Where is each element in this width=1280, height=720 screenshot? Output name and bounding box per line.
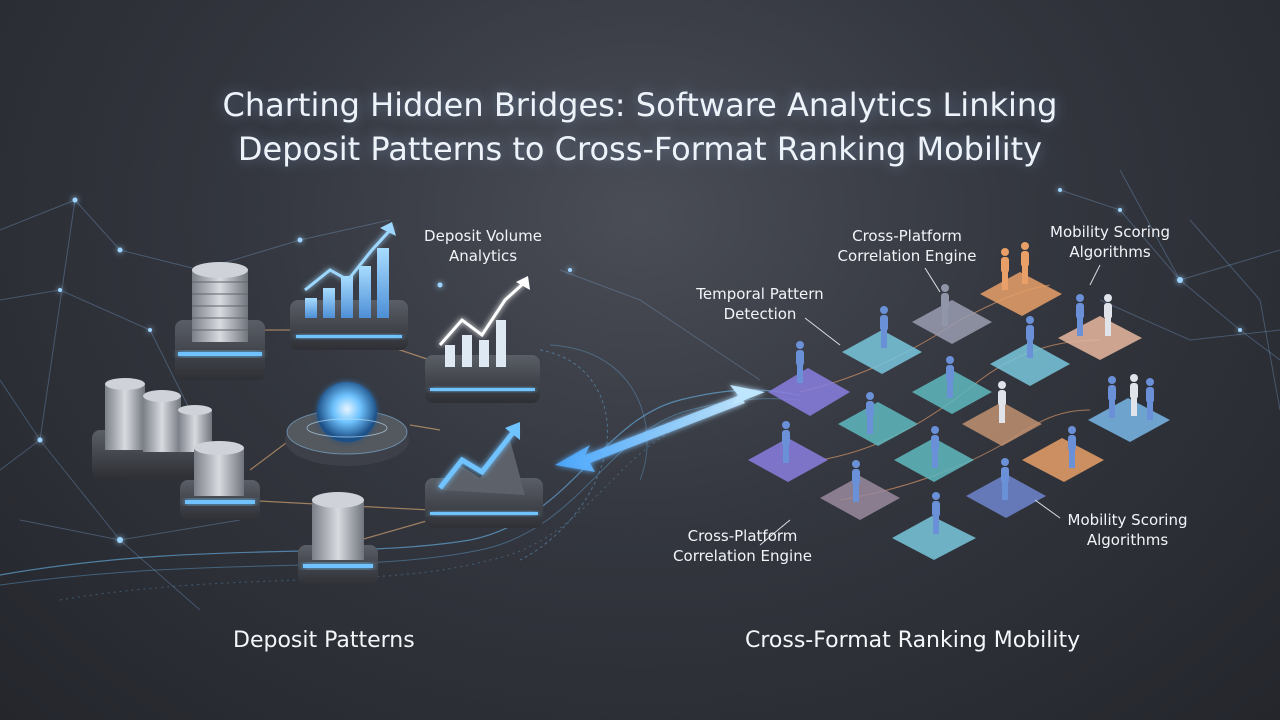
trend-arrow-icon	[425, 276, 540, 403]
label-deposit-volume-analytics: Deposit Volume Analytics	[408, 226, 558, 266]
title-line-1: Charting Hidden Bridges: Software Analyt…	[222, 86, 1058, 125]
coin-stack-icon	[298, 492, 378, 585]
person-icon	[782, 242, 1154, 534]
coin-stack-icon	[180, 441, 260, 520]
label-line: Detection	[723, 305, 797, 323]
label-temporal-pattern-detection: Temporal Pattern Detection	[680, 284, 840, 324]
bar-chart-icon	[290, 222, 408, 350]
section-label-ranking-mobility: Cross-Format Ranking Mobility	[745, 628, 1081, 653]
label-line: Deposit Volume	[424, 227, 542, 245]
glowing-sphere-icon	[285, 382, 409, 466]
title-line-2: Deposit Patterns to Cross-Format Ranking…	[237, 130, 1043, 169]
label-cross-platform-top: Cross-Platform Correlation Engine	[822, 226, 992, 266]
coin-stack-icon	[175, 262, 265, 380]
bidirectional-arrow-icon	[555, 385, 765, 472]
label-mobility-scoring-top: Mobility Scoring Algorithms	[1035, 222, 1185, 262]
callout-lines	[759, 264, 1101, 546]
label-line: Cross-Platform	[852, 227, 962, 245]
label-line: Mobility Scoring	[1050, 223, 1170, 241]
label-line: Correlation Engine	[673, 547, 812, 565]
section-label-deposit-patterns: Deposit Patterns	[233, 628, 415, 653]
ranking-grid	[748, 272, 1170, 560]
label-line: Temporal Pattern	[696, 285, 824, 303]
label-cross-platform-bottom: Cross-Platform Correlation Engine	[660, 526, 825, 566]
label-line: Analytics	[448, 247, 518, 265]
label-mobility-scoring-bottom: Mobility Scoring Algorithms	[1050, 510, 1205, 550]
trend-arrow-icon	[425, 422, 543, 528]
label-line: Mobility Scoring	[1067, 511, 1188, 529]
label-line: Cross-Platform	[687, 527, 798, 545]
page-title: Charting Hidden Bridges: Software Analyt…	[0, 83, 1280, 171]
label-line: Correlation Engine	[837, 247, 977, 265]
label-line: Algorithms	[1069, 243, 1151, 261]
label-line: Algorithms	[1086, 531, 1169, 549]
